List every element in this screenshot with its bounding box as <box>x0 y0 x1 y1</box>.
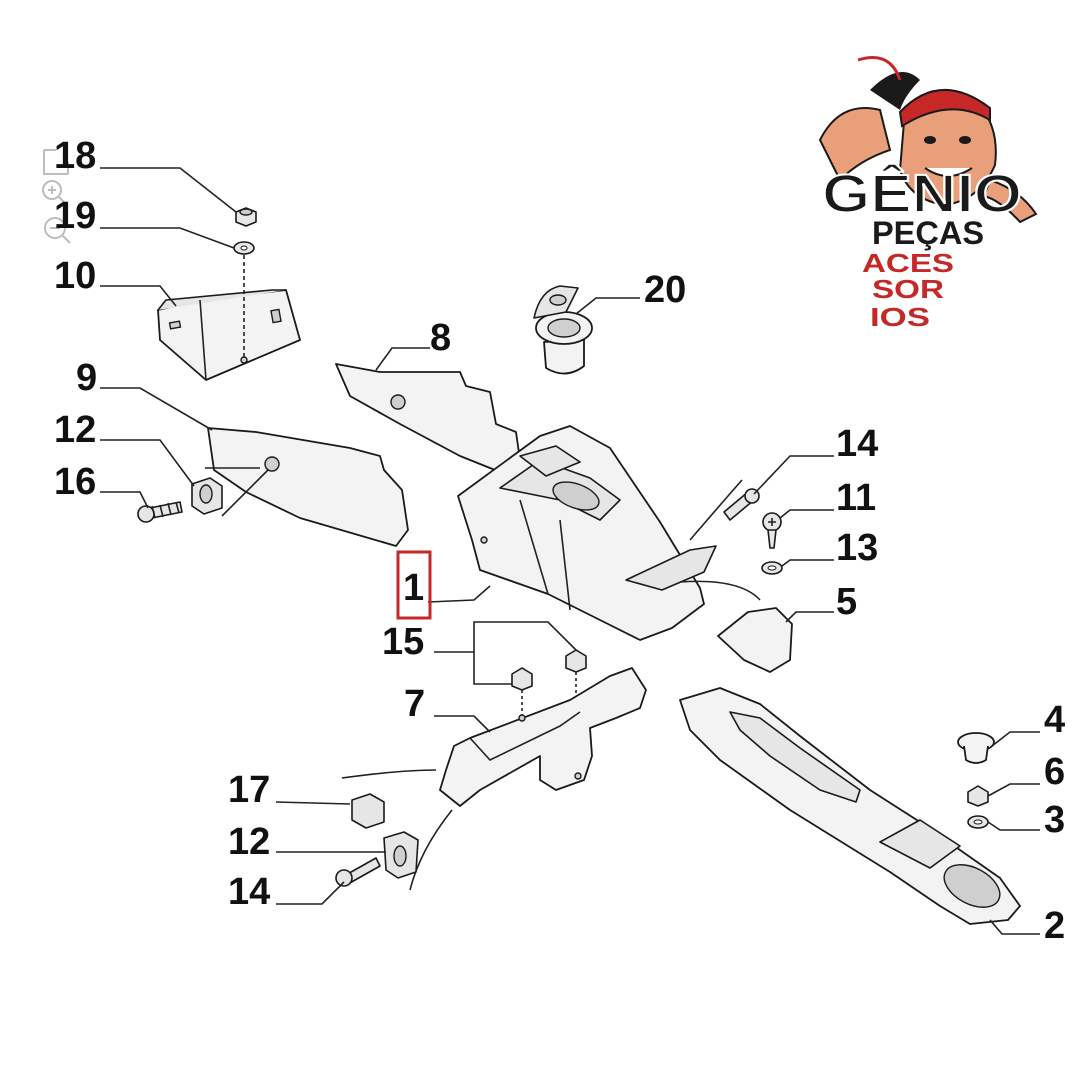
part-20-ashtray <box>533 285 593 375</box>
callout-1: 1 <box>403 567 424 609</box>
part-2-rear-console <box>679 687 1021 925</box>
part-12-clip-lower <box>383 831 419 879</box>
part-11-screw <box>762 512 782 549</box>
callout-11: 11 <box>836 477 876 519</box>
callout-6: 6 <box>1044 751 1065 793</box>
zoom-out-icon[interactable] <box>44 217 71 244</box>
leader-lines <box>100 167 1040 935</box>
callout-5: 5 <box>836 581 857 623</box>
part-19-washer <box>233 241 255 255</box>
logo-line-3a: ACES <box>862 248 954 278</box>
callout-13: 13 <box>836 527 878 569</box>
part-16-screw <box>137 501 183 523</box>
part-3-washer <box>967 815 989 829</box>
genio-pecas-logo: GÊNIO PEÇAS ACES SOR IOS <box>818 56 1038 332</box>
callout-18: 18 <box>54 135 96 177</box>
callout-2: 2 <box>1044 905 1065 947</box>
part-1-center-console <box>457 425 761 641</box>
viewer-toolbar[interactable] <box>42 149 71 244</box>
highlight-box-part-1 <box>396 550 432 620</box>
callout-15: 15 <box>382 621 424 663</box>
callout-14-lower: 14 <box>228 871 270 913</box>
callout-12-upper: 12 <box>54 409 96 451</box>
logo-line-1: GÊNIO <box>822 163 1022 224</box>
part-8-right-panel <box>335 363 521 473</box>
callout-12-lower: 12 <box>228 821 270 863</box>
part-7-bracket <box>341 667 647 891</box>
part-14-screw-lower <box>335 857 381 887</box>
part-5-cover <box>717 607 793 673</box>
logo-line-3b: SOR <box>872 274 944 304</box>
part-12-clip-upper <box>191 477 223 515</box>
callouts: 18 19 10 9 12 16 8 20 14 11 13 1 5 15 7 … <box>54 135 1065 947</box>
logo-line-3c: IOS <box>870 302 930 332</box>
callout-4: 4 <box>1044 699 1065 741</box>
callout-19: 19 <box>54 195 96 237</box>
callout-20: 20 <box>644 269 686 311</box>
callout-9: 9 <box>76 357 97 399</box>
callout-17: 17 <box>228 769 270 811</box>
callout-7: 7 <box>404 683 425 725</box>
zoom-in-icon[interactable] <box>42 180 67 205</box>
part-4-plug <box>957 732 995 764</box>
expand-icon[interactable] <box>43 149 69 175</box>
part-17-clip <box>351 793 385 829</box>
callout-10: 10 <box>54 255 96 297</box>
callout-16: 16 <box>54 461 96 503</box>
callout-3: 3 <box>1044 799 1065 841</box>
callout-14-upper: 14 <box>836 423 878 465</box>
genie-mascot-icon <box>818 56 1038 224</box>
part-9-left-panel <box>205 427 409 547</box>
logo-line-2: PEÇAS <box>872 215 984 251</box>
part-13-washer <box>761 561 783 575</box>
part-10-bracket <box>157 255 301 381</box>
callout-8: 8 <box>430 317 451 359</box>
part-18-nut <box>235 207 257 227</box>
part-6-nut <box>967 785 989 807</box>
